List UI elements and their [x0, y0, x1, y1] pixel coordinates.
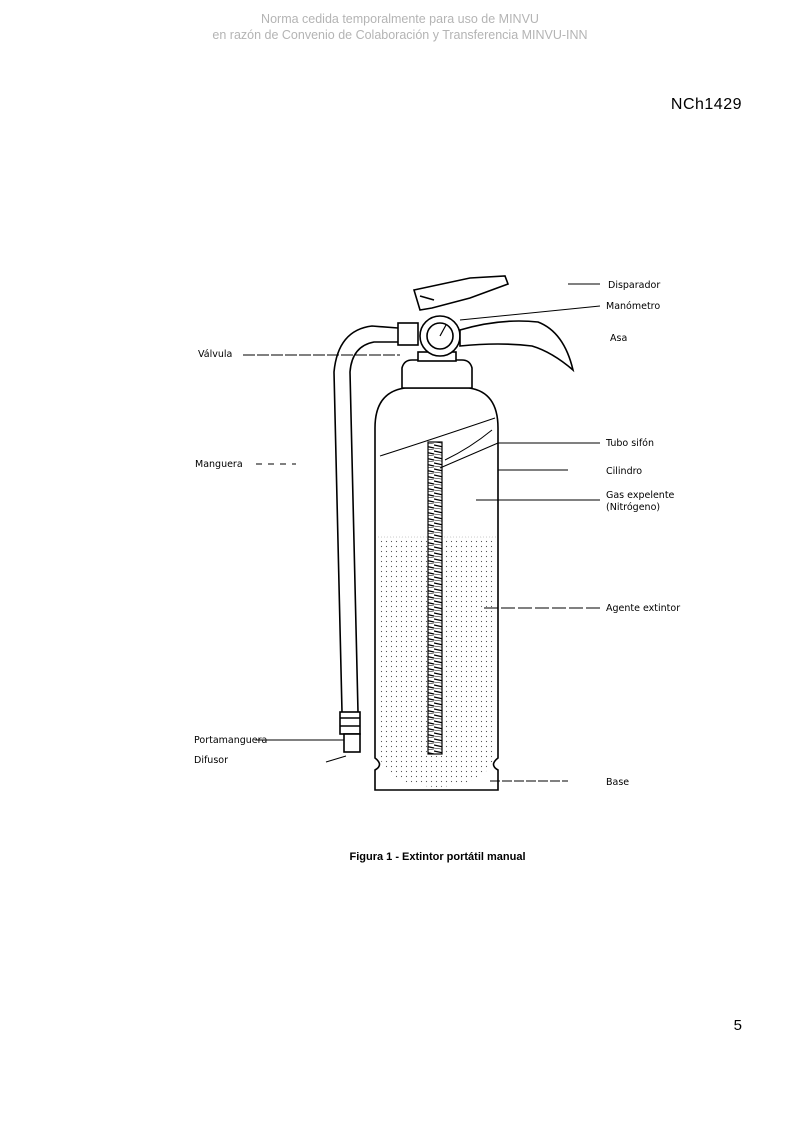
label-manometro: Manómetro: [606, 301, 660, 312]
label-gas-expelente: Gas expelente: [606, 490, 675, 501]
trigger-lever: [412, 275, 510, 311]
label-nitrogeno: (Nitrógeno): [606, 502, 660, 513]
watermark-line-2: en razón de Convenio de Colaboración y T…: [212, 28, 588, 42]
label-portamanguera: Portamanguera: [194, 735, 267, 746]
figure-caption: Figura 1 - Extintor portátil manual: [349, 851, 526, 863]
watermark-line-1: Norma cedida temporalmente para uso de M…: [261, 12, 539, 26]
label-tubo-sifon: Tubo sifón: [605, 438, 654, 449]
document-code: NCh1429: [670, 96, 742, 113]
label-difusor: Difusor: [194, 755, 228, 766]
valve-head: [397, 315, 461, 357]
label-base: Base: [606, 777, 629, 788]
leader-lines: [243, 283, 601, 782]
siphon-tube: [379, 417, 496, 755]
label-disparador: Disparador: [608, 280, 660, 291]
label-valvula: Válvula: [198, 349, 232, 360]
label-cilindro: Cilindro: [606, 466, 642, 477]
label-asa: Asa: [610, 333, 627, 344]
page-number: 5: [733, 1017, 742, 1034]
neck: [401, 351, 473, 389]
label-agente-extintor: Agente extintor: [606, 603, 680, 614]
hose: [333, 325, 399, 753]
label-manguera: Manguera: [195, 459, 243, 470]
handle: [459, 320, 575, 373]
